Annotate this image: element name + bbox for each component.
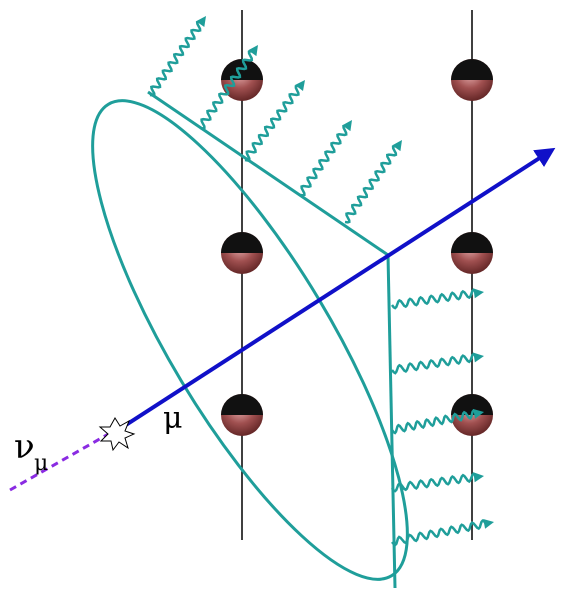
wavy-arrow-icon [150, 22, 202, 96]
photon-arrowhead [483, 519, 494, 529]
muon-label: μ [163, 401, 183, 436]
neutrino-label: ν [14, 427, 35, 467]
neutrino-subscript-label: μ [34, 451, 48, 476]
photon-arrowhead [473, 288, 484, 298]
wavy-arrow-icon [392, 290, 477, 308]
photon-arrowhead [473, 472, 484, 482]
photon-arrowhead [473, 353, 484, 363]
sphere-icon [451, 59, 493, 101]
wavy-arrow-icon [345, 146, 397, 222]
wavy-arrow-icon [392, 474, 477, 491]
cherenkov-cone-edge-lower [388, 255, 395, 588]
muon-track [118, 150, 552, 430]
wavy-arrow-icon [300, 126, 348, 196]
cherenkov-cone-edge-upper [148, 92, 388, 255]
photon-arrows [150, 16, 494, 545]
wavy-arrow-icon [392, 354, 477, 373]
sphere-icon [451, 232, 493, 274]
sphere-icon [221, 232, 263, 274]
optical-modules [221, 59, 493, 436]
sphere-icon [221, 394, 263, 436]
